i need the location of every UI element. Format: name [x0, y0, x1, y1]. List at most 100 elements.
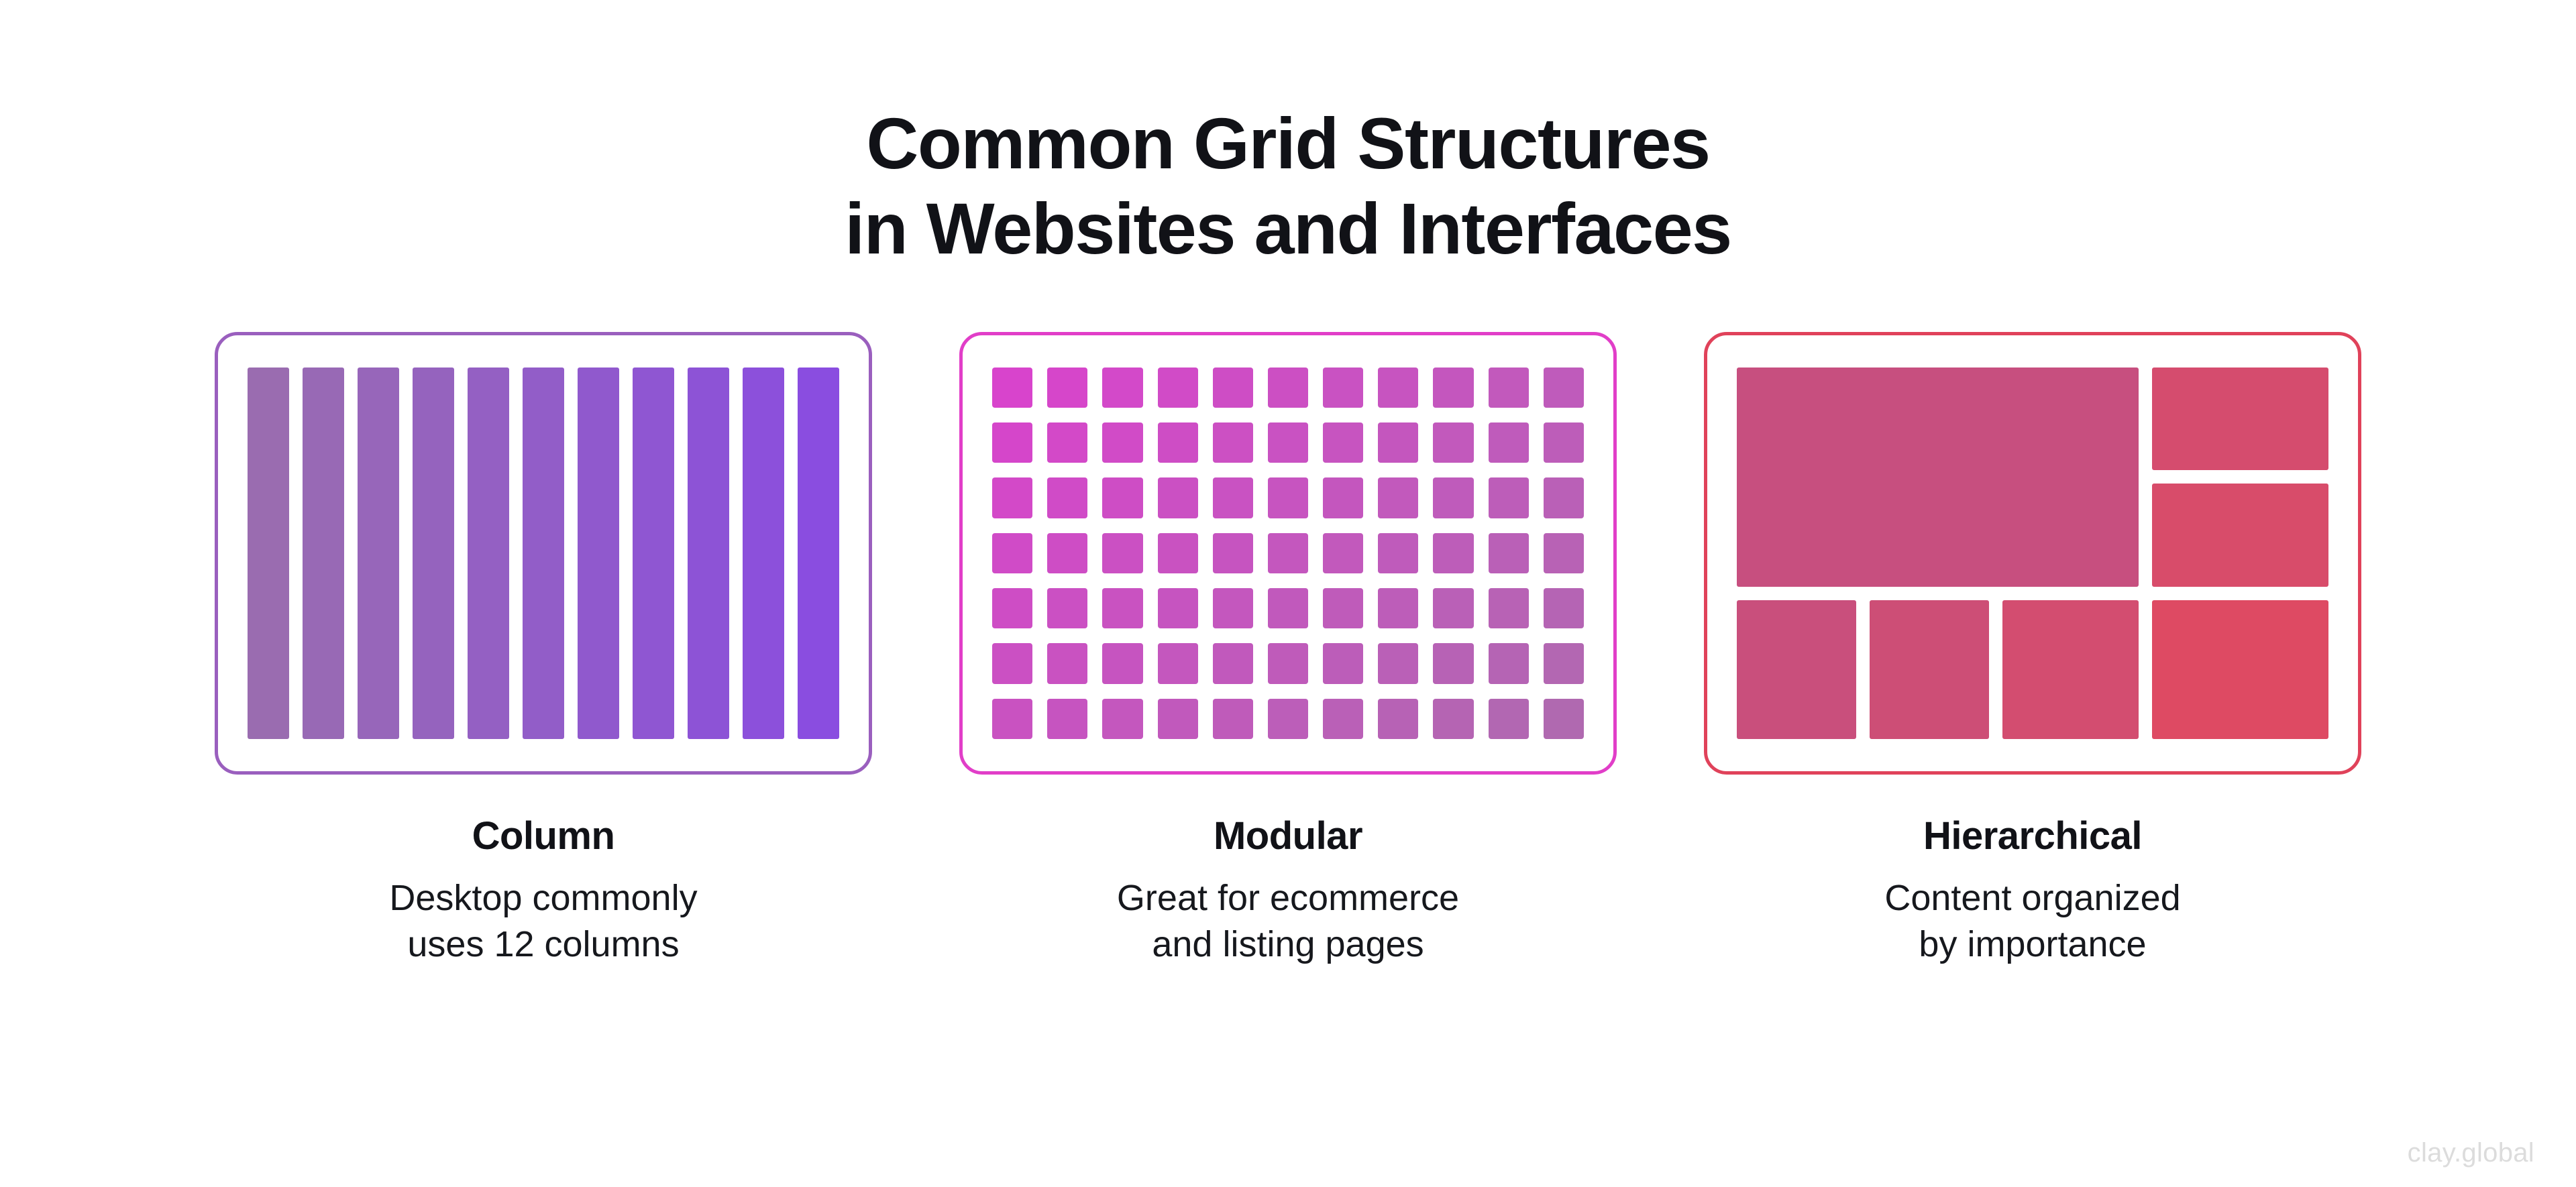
- hierarchical-desc-line-2: by importance: [1919, 923, 2147, 964]
- modular-cell: [1157, 477, 1198, 518]
- column-desc-line-2: uses 12 columns: [407, 923, 680, 964]
- modular-caption-desc: Great for ecommerce and listing pages: [1117, 875, 1459, 968]
- modular-cell: [1433, 367, 1474, 408]
- modular-cell: [1323, 643, 1364, 684]
- modular-cell: [1323, 367, 1364, 408]
- column-grid-card: [215, 331, 872, 775]
- modular-cell: [1212, 422, 1253, 463]
- hierarchical-block-hero: [1737, 367, 2139, 587]
- modular-cell: [1047, 532, 1088, 574]
- modular-grid-inner: [992, 367, 1584, 739]
- modular-cell: [992, 477, 1033, 518]
- hierarchical-block-bottom-3: [2002, 600, 2139, 739]
- column-bar: [303, 367, 344, 739]
- modular-cell: [1543, 367, 1584, 408]
- modular-cell: [1488, 532, 1529, 574]
- modular-cell: [992, 422, 1033, 463]
- hierarchical-desc-line-1: Content organized: [1884, 877, 2181, 918]
- hierarchical-caption-title: Hierarchical: [1923, 813, 2143, 858]
- modular-cell: [1267, 643, 1309, 684]
- column-bar: [468, 367, 509, 739]
- modular-cell: [1212, 367, 1253, 408]
- modular-cell: [1157, 422, 1198, 463]
- column-bar: [688, 367, 729, 739]
- modular-cell: [1267, 367, 1309, 408]
- hierarchical-grid-inner: [1737, 367, 2328, 739]
- modular-caption-title: Modular: [1213, 813, 1363, 858]
- hierarchical-block-bottom-2: [1869, 600, 1989, 739]
- column-bar: [358, 367, 399, 739]
- modular-cell: [992, 367, 1033, 408]
- column-bar: [248, 367, 289, 739]
- modular-cell: [1157, 643, 1198, 684]
- column-bar: [413, 367, 454, 739]
- grid-structures-row: Column Desktop commonly uses 12 columns …: [0, 331, 2576, 968]
- modular-cell: [992, 643, 1033, 684]
- modular-cell: [1378, 588, 1419, 629]
- modular-cell: [1267, 588, 1309, 629]
- hierarchical-caption-desc: Content organized by importance: [1884, 875, 2180, 968]
- modular-cell: [1488, 588, 1529, 629]
- modular-cell: [1157, 532, 1198, 574]
- modular-cell: [1102, 588, 1143, 629]
- modular-cell: [1047, 588, 1088, 629]
- modular-cell: [1543, 422, 1584, 463]
- watermark: clay.global: [2407, 1138, 2534, 1168]
- modular-cell: [1102, 367, 1143, 408]
- column-caption-desc: Desktop commonly uses 12 columns: [389, 875, 697, 968]
- modular-cell: [1433, 643, 1474, 684]
- modular-desc-line-1: Great for ecommerce: [1116, 877, 1460, 918]
- modular-cell: [1323, 477, 1364, 518]
- column-bar: [578, 367, 619, 739]
- column-bars-container: [248, 367, 839, 739]
- title-line-2: in Websites and Interfaces: [845, 188, 1732, 270]
- modular-caption: Modular Great for ecommerce and listing …: [1117, 815, 1459, 968]
- modular-cell: [1378, 532, 1419, 574]
- column-bar: [743, 367, 784, 739]
- modular-cell: [1433, 588, 1474, 629]
- modular-cell: [1543, 588, 1584, 629]
- modular-cell: [1047, 477, 1088, 518]
- column-bar: [633, 367, 674, 739]
- modular-cell: [1543, 643, 1584, 684]
- modular-cell: [1047, 422, 1088, 463]
- page-title: Common Grid Structures in Websites and I…: [0, 0, 2576, 272]
- modular-desc-line-2: and listing pages: [1152, 923, 1424, 964]
- modular-cell: [1543, 698, 1584, 739]
- modular-cell: [1212, 588, 1253, 629]
- modular-cell: [1488, 422, 1529, 463]
- modular-cell: [1323, 422, 1364, 463]
- modular-cell: [1102, 698, 1143, 739]
- modular-cell: [1378, 698, 1419, 739]
- modular-cell: [1433, 422, 1474, 463]
- modular-grid-card: [959, 331, 1617, 775]
- column-caption: Column Desktop commonly uses 12 columns: [389, 815, 697, 968]
- modular-cell: [1157, 367, 1198, 408]
- modular-cell: [1047, 367, 1088, 408]
- column-caption-title: Column: [472, 813, 615, 858]
- modular-cell: [1378, 477, 1419, 518]
- modular-cell: [1047, 643, 1088, 684]
- hierarchical-blocks-container: [1737, 367, 2328, 739]
- modular-cell: [1102, 643, 1143, 684]
- modular-cell: [1378, 367, 1419, 408]
- column-bar: [523, 367, 564, 739]
- modular-cell: [1047, 698, 1088, 739]
- modular-cell: [992, 698, 1033, 739]
- modular-cell: [1433, 477, 1474, 518]
- modular-cell: [992, 532, 1033, 574]
- modular-cell: [1323, 588, 1364, 629]
- modular-cell: [1267, 698, 1309, 739]
- modular-cell: [1157, 698, 1198, 739]
- modular-cell: [1433, 532, 1474, 574]
- modular-cells-container: [992, 367, 1584, 739]
- modular-cell: [1267, 477, 1309, 518]
- hierarchical-grid-card: [1704, 331, 2361, 775]
- card-column: Column Desktop commonly uses 12 columns: [215, 331, 872, 968]
- hierarchical-block-bottom-4: [2152, 600, 2328, 739]
- modular-cell: [1267, 422, 1309, 463]
- column-grid-inner: [248, 367, 839, 739]
- modular-cell: [1543, 532, 1584, 574]
- modular-cell: [1378, 643, 1419, 684]
- modular-cell: [1488, 477, 1529, 518]
